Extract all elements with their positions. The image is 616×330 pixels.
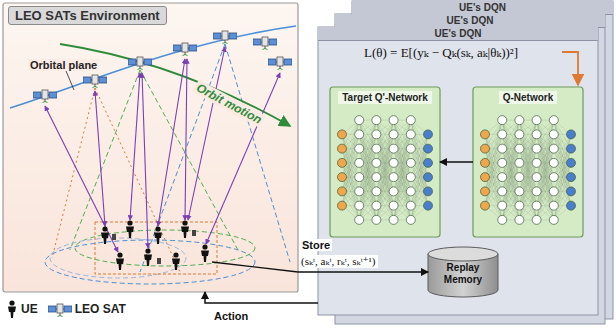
node-text: UE's DQN (352, 1, 613, 15)
connector-arrow (205, 292, 318, 303)
label-slot: (sₖᵗ, aₖᵗ, rₖᵗ, sₖᵗ⁺¹) (299, 251, 378, 269)
dqn-panel: UE's DQN Target Q'-Network Q-NetworkReplay… (318, 27, 598, 315)
label-slot: Action (212, 306, 250, 324)
satellite-links (45, 47, 280, 252)
loss-gradient-arrow (562, 52, 578, 85)
node-text: Target Q'-Network (338, 91, 432, 104)
replay-memory-cylinder-fill (428, 247, 498, 297)
orbit-label: Orbit motion (192, 80, 266, 128)
connector-arrow (440, 161, 473, 163)
node-text: Replay Memory (428, 262, 498, 286)
label-slot: Orbit motion (192, 77, 268, 129)
node-text: UE's DQN (335, 14, 605, 28)
orbit-label: Orbital plane (28, 59, 99, 71)
legend: UE LEO SAT (6, 300, 126, 318)
legend-text: LEO SAT (75, 302, 126, 316)
network-box-fill (473, 87, 583, 237)
node-text: LEO SATs Environment (8, 6, 167, 25)
environment-panel: LEO SATs Environment (3, 3, 298, 292)
label-slot: L(θ) = E[(yₖ − Qₖ(sₖ, aₖ|θₖ))²] (362, 43, 520, 61)
legend-icon (48, 301, 72, 317)
legend-item: UE (6, 300, 38, 318)
node-text: UE's DQN (318, 27, 598, 41)
action-label: Action (212, 310, 250, 322)
replay-memory-cylinder: Replay Memory (428, 247, 498, 297)
orbital-plane-line (10, 26, 296, 108)
connector-arrow (298, 271, 428, 273)
legend-icon (6, 300, 18, 318)
legend-item: LEO SAT (48, 301, 126, 317)
loss-formula: L(θ) = E[(yₖ − Qₖ(sₖ, aₖ|θₖ))²] (362, 45, 520, 61)
user-equipment (101, 220, 209, 270)
store-label: Store (300, 239, 332, 251)
network-box: Target Q'-Network (330, 87, 440, 237)
network-box-fill (330, 87, 440, 237)
network-box: Q-Network (473, 87, 583, 237)
label-slot: Orbital plane (28, 55, 99, 73)
store-wire (212, 262, 298, 272)
legend-text: UE (21, 302, 38, 316)
label-slot: Store (300, 235, 332, 253)
transition-tuple: (sₖᵗ, aₖᵗ, rₖᵗ, sₖᵗ⁺¹) (299, 255, 378, 268)
environment-panel-fill (3, 3, 298, 292)
coverage-cones (45, 44, 290, 284)
node-text: Q-Network (499, 91, 558, 104)
leader-line (66, 71, 74, 90)
